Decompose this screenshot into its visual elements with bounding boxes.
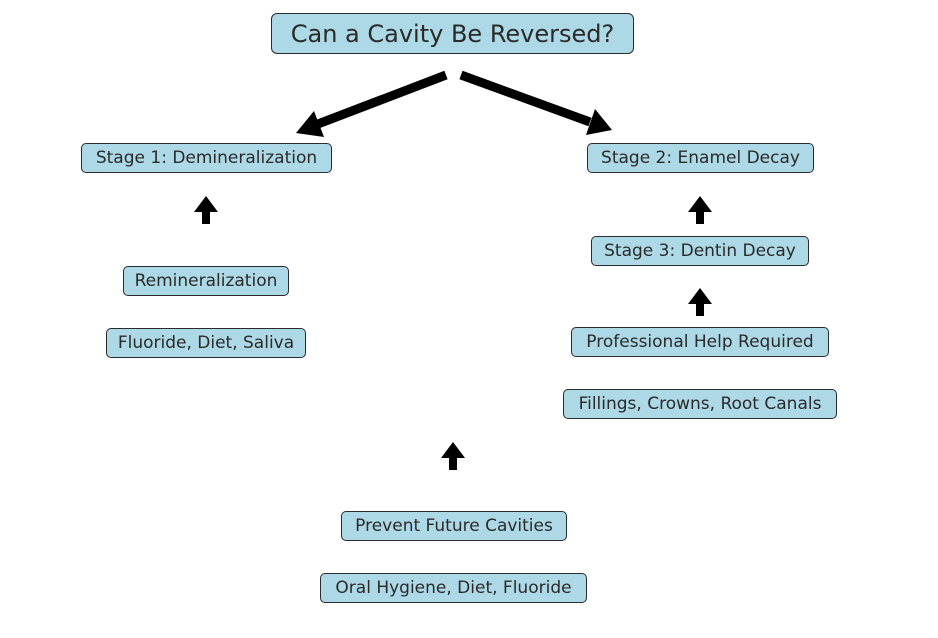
node-prevent-future-cavities: Prevent Future Cavities bbox=[341, 511, 567, 541]
node-remineralization-methods: Fluoride, Diet, Saliva bbox=[106, 328, 306, 358]
arrow-title-to-stage2 bbox=[459, 70, 612, 135]
arrow-up-to-stage1 bbox=[194, 196, 218, 224]
arrow-up-to-stage2 bbox=[688, 196, 712, 224]
arrow-up-from-prevent bbox=[441, 442, 465, 470]
node-stage1-demineralization: Stage 1: Demineralization bbox=[81, 143, 332, 173]
node-treatments: Fillings, Crowns, Root Canals bbox=[563, 389, 837, 419]
arrow-title-to-stage1 bbox=[296, 70, 448, 137]
diagram-title: Can a Cavity Be Reversed? bbox=[271, 13, 634, 54]
node-remineralization: Remineralization bbox=[123, 266, 289, 296]
node-prevention-methods: Oral Hygiene, Diet, Fluoride bbox=[320, 573, 587, 603]
node-professional-help: Professional Help Required bbox=[571, 327, 829, 357]
arrow-up-to-stage3 bbox=[688, 288, 712, 316]
node-stage2-enamel-decay: Stage 2: Enamel Decay bbox=[587, 143, 814, 173]
node-stage3-dentin-decay: Stage 3: Dentin Decay bbox=[591, 236, 809, 266]
